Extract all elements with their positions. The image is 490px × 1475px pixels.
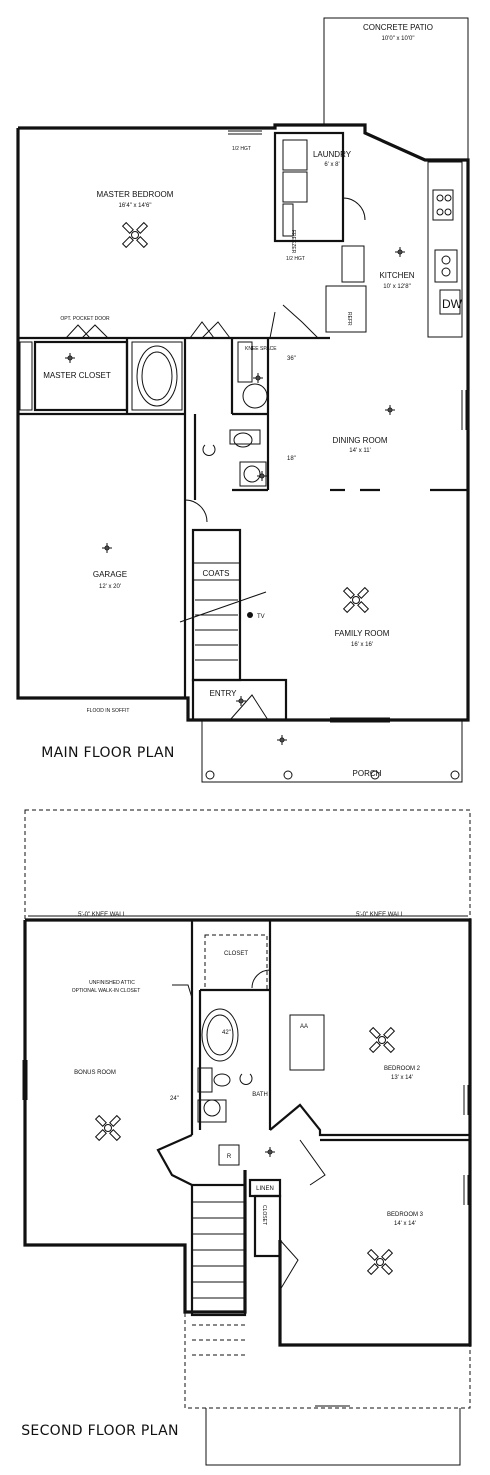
- half-hgt-note-1: 1/2 HGT: [232, 146, 251, 152]
- bedroom2-name: BEDROOM 2: [384, 1066, 421, 1072]
- knee-wall-right: 5'-0" KNEE WALL: [356, 912, 404, 918]
- garage-dims: 12' x 20': [99, 584, 121, 590]
- bath-name: BATH: [252, 1092, 268, 1098]
- exterior-wall: [16, 123, 470, 722]
- garage-name: GARAGE: [93, 570, 127, 579]
- entry-name: ENTRY: [210, 689, 238, 698]
- dim-18-note: 18": [287, 456, 296, 462]
- knee-wall-left: 5'-0" KNEE WALL: [78, 912, 126, 918]
- dim-24-note: 24": [170, 1096, 179, 1102]
- pocket-door-note: OPT. POCKET DOOR: [60, 316, 110, 322]
- bedroom3-dims: 14' x 14': [394, 1221, 416, 1227]
- dishwasher-label: DW: [442, 297, 463, 311]
- bedroom3-name: BEDROOM 3: [387, 1212, 424, 1218]
- refr-note: REFR: [346, 312, 352, 326]
- kitchen-dims: 10' x 12'8": [383, 284, 410, 290]
- optional-closet-note: OPTIONAL WALK-IN CLOSET: [72, 988, 141, 994]
- aa-note: AA: [300, 1024, 308, 1030]
- linen-name: LINEN: [256, 1186, 274, 1192]
- laundry-name: LAUNDRY: [313, 150, 352, 159]
- second-floor-title: SECOND FLOOR PLAN: [21, 1423, 179, 1439]
- unfinished-attic-note: UNFINISHED ATTIC: [89, 980, 135, 986]
- family-room-dims: 16' x 16': [351, 642, 373, 648]
- kitchen-name: KITCHEN: [379, 271, 414, 280]
- closet-side-name: CLOSET: [261, 1205, 267, 1225]
- patio-name: CONCRETE PATIO: [363, 23, 433, 32]
- dim-36-note: 36": [287, 356, 296, 362]
- coats-note: COATS: [203, 569, 230, 578]
- patio-dims: 10'0" x 10'0": [382, 36, 415, 42]
- patio-outline: [323, 17, 469, 160]
- flood-note: FLOOD IN SOFFIT: [87, 708, 130, 714]
- half-hgt-note-2: 1/2 HGT: [286, 256, 305, 262]
- laundry-dims: 6' x 8': [324, 162, 339, 168]
- main-floor-plan: DW: [16, 17, 470, 783]
- dining-room-name: DINING ROOM: [332, 436, 387, 445]
- freezer-note: FREEZER: [290, 230, 296, 254]
- family-room-name: FAMILY ROOM: [335, 629, 390, 638]
- main-floor-title: MAIN FLOOR PLAN: [41, 745, 174, 761]
- bedroom2-dims: 13' x 14': [391, 1075, 413, 1081]
- dining-room-dims: 14' x 11': [349, 448, 371, 454]
- r-note: R: [227, 1154, 232, 1160]
- second-floor-plan: 5'-0" KNEE WALL 5'-0" KNEE WALL CLOSET U…: [21, 809, 472, 1466]
- dim-42-note: 42": [222, 1030, 231, 1036]
- knee-space-note: KNEE SPACE: [245, 346, 277, 352]
- tv-note: TV: [257, 614, 265, 620]
- bonus-room-name: BONUS ROOM: [74, 1070, 116, 1076]
- master-bedroom-dims: 16'4" x 14'6": [119, 203, 152, 209]
- master-closet-name: MASTER CLOSET: [43, 371, 111, 380]
- porch-name: PORCH: [353, 769, 382, 778]
- master-bedroom-name: MASTER BEDROOM: [97, 190, 174, 199]
- svg-text:DW: DW: [442, 297, 463, 311]
- closet-top-name: CLOSET: [224, 951, 248, 957]
- laundry-room-walls: [273, 131, 345, 243]
